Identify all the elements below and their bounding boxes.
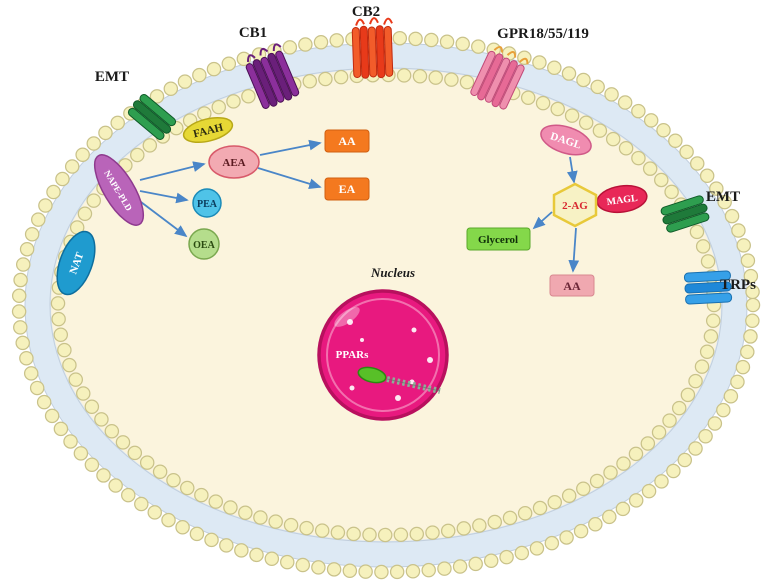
faah-enzyme: FAAH xyxy=(182,116,234,144)
helix xyxy=(351,27,362,79)
helix xyxy=(275,50,300,97)
nat-enzyme: NAT xyxy=(56,230,96,296)
two-ag-label: 2-AG xyxy=(562,200,588,212)
helix xyxy=(477,53,504,101)
aa-right-label: AA xyxy=(563,279,581,293)
pore xyxy=(349,385,355,391)
helix xyxy=(683,270,731,283)
pore xyxy=(411,327,417,333)
helix xyxy=(359,25,370,79)
oea-label: OEA xyxy=(193,240,215,251)
aa-label: AA xyxy=(338,134,356,148)
arrow-napepld-oea xyxy=(136,198,188,238)
helix xyxy=(470,50,496,97)
nucleus: PPARs xyxy=(317,289,449,421)
pore xyxy=(395,395,401,401)
helix xyxy=(267,52,293,101)
glycerol-box xyxy=(466,227,531,251)
aea-body xyxy=(208,145,260,179)
two-ag-hexagon xyxy=(552,182,598,228)
helix xyxy=(367,26,378,78)
emt-right-label: EMT xyxy=(706,189,740,205)
cb1-receptor xyxy=(245,43,300,109)
magl-label: MAGL xyxy=(606,193,639,208)
dna-strand-core xyxy=(386,378,441,392)
loop xyxy=(355,17,393,26)
pea-body xyxy=(192,188,222,218)
arrow-aea-ea xyxy=(257,167,322,189)
pore xyxy=(427,357,433,363)
oea-body xyxy=(188,228,220,260)
two-ag-molecule: 2-AG xyxy=(552,182,598,228)
helix xyxy=(132,100,172,134)
ea-label: EA xyxy=(339,182,356,196)
arrow-2ag-glycerol xyxy=(532,211,553,230)
nape-pld-body xyxy=(93,154,145,226)
trp-channel xyxy=(683,270,733,305)
cb2-receptor xyxy=(351,17,394,79)
nucleus-highlight xyxy=(334,307,360,327)
ea-box xyxy=(324,177,370,201)
helix xyxy=(245,63,270,109)
ppars-label: PPARs xyxy=(336,349,370,361)
nucleus-label: Nucleus xyxy=(370,265,415,280)
ppar-protein xyxy=(357,366,387,384)
helix xyxy=(684,281,732,294)
trps-label: TRPs xyxy=(720,277,756,293)
arrow-napepld-pea xyxy=(139,190,189,204)
pore xyxy=(347,319,353,325)
dagl-body xyxy=(540,124,592,156)
emt-transporter-right xyxy=(660,195,710,233)
helix xyxy=(383,25,394,77)
emt-transporter-left xyxy=(127,94,177,140)
aa-box xyxy=(324,129,370,153)
arrow-2ag-aa xyxy=(568,227,580,273)
arrow-dagl-2ag xyxy=(566,156,578,184)
glycerol-product-box: Glycerol xyxy=(466,227,531,251)
gpr-label: GPR18/55/119 xyxy=(497,26,589,42)
helix xyxy=(139,94,177,127)
gpr-receptor xyxy=(470,45,529,110)
helix xyxy=(662,203,708,225)
pea-molecule: PEA xyxy=(192,188,222,218)
helix xyxy=(127,107,165,140)
emt-left-label: EMT xyxy=(95,69,129,85)
helix xyxy=(260,56,285,103)
arrow-aea-aa xyxy=(259,139,322,156)
pathway-arrows xyxy=(136,139,580,273)
helix xyxy=(252,59,278,107)
pore xyxy=(360,338,364,342)
aea-molecule: AEA xyxy=(208,145,260,179)
cb2-label: CB2 xyxy=(352,4,380,20)
helix xyxy=(660,195,704,216)
helix xyxy=(375,25,386,79)
oea-molecule: OEA xyxy=(188,228,220,260)
helix xyxy=(666,212,710,233)
arrow-napepld-aea xyxy=(139,161,206,181)
aa-product-box: AA xyxy=(324,129,370,153)
helix xyxy=(491,60,518,108)
helix xyxy=(685,292,733,305)
dagl-enzyme: DAGL xyxy=(540,124,592,156)
glycerol-label: Glycerol xyxy=(478,234,518,246)
loop xyxy=(247,43,282,62)
helix xyxy=(484,57,511,103)
aa-right-product-box: AA xyxy=(549,274,595,297)
nat-body xyxy=(56,230,96,296)
magl-enzyme: MAGL xyxy=(596,184,648,214)
nucleus-inner-membrane xyxy=(326,298,440,412)
aea-label: AEA xyxy=(222,157,245,169)
ea-product-box: EA xyxy=(324,177,370,201)
cb1-label: CB1 xyxy=(239,25,267,41)
faah-body xyxy=(182,116,234,144)
aa-right-box xyxy=(549,274,595,297)
pea-label: PEA xyxy=(197,199,218,210)
loop xyxy=(493,45,529,65)
helix xyxy=(499,64,525,110)
